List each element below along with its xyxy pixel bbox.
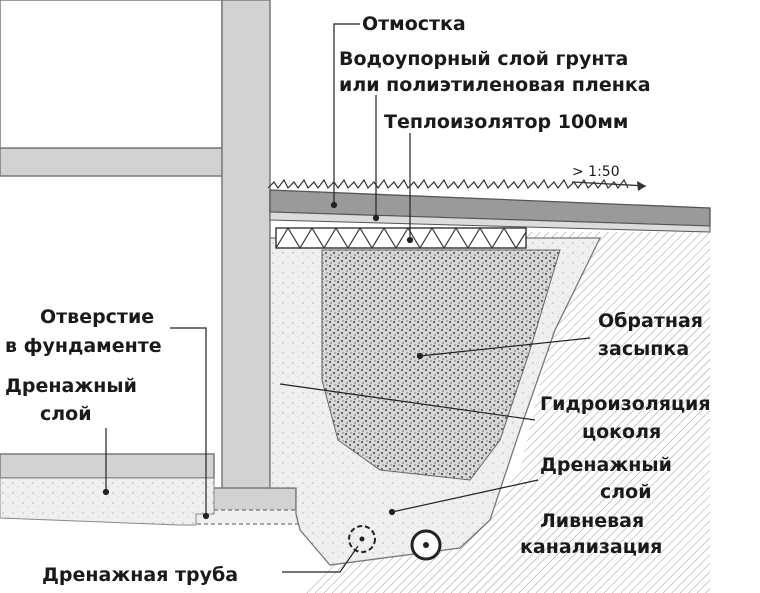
leader-dot-backfill: [416, 352, 424, 360]
label-hole-2: в фундаменте: [5, 335, 162, 357]
label-drain-right-2: слой: [600, 481, 652, 503]
leader-dot-drain-right: [388, 508, 396, 516]
foundation-wall: [221, 0, 271, 493]
label-slope: > 1:50: [572, 164, 620, 180]
leader-drain-pipe: [282, 545, 359, 573]
gravel-backfill: [321, 249, 561, 481]
label-drain-pipe: Дренажная труба: [42, 564, 238, 586]
label-waterproof-2: или полиэтиленовая пленка: [339, 74, 651, 96]
building-structure: [0, 0, 303, 525]
leader-otmostka: [333, 23, 360, 205]
labels: Отмостка Водоупорный слой грунта или пол…: [5, 13, 711, 586]
slope-arrow: [571, 181, 647, 187]
label-waterproof-1: Водоупорный слой грунта: [339, 48, 628, 70]
floor-slab: [0, 453, 215, 479]
insulation-zigzag: [275, 226, 527, 250]
upper-floor-slab: [0, 147, 223, 177]
pipes: [348, 525, 442, 561]
leader-lines: [102, 23, 591, 573]
inner-wall: [0, 0, 223, 149]
label-drain-left-2: слой: [40, 403, 92, 425]
ground: [0, 232, 710, 593]
label-hole-1: Отверстие: [40, 306, 154, 328]
leader-dot-waterproof: [372, 214, 380, 222]
storm-sewer-pipe-center: [423, 542, 429, 548]
grass: [267, 178, 629, 190]
label-otmostka: Отмостка: [362, 13, 466, 35]
label-plinth-1: Гидроизоляция: [540, 393, 711, 415]
label-drain-left-1: Дренажный: [5, 375, 137, 397]
label-insulator: Теплоизолятор 100мм: [384, 111, 628, 133]
leader-backfill: [419, 337, 591, 357]
label-backfill-2: засыпка: [598, 338, 689, 360]
label-storm-sewer-1: Ливневая: [540, 510, 644, 532]
label-drain-right-1: Дренажный: [540, 454, 672, 476]
leader-dot-otmostka: [330, 201, 338, 209]
blind-area: [267, 178, 711, 250]
leader-dot-drain-left: [102, 488, 110, 496]
drain-pipe-icon: [348, 525, 376, 553]
waterproof-film: [269, 211, 711, 233]
leader-hole: [170, 327, 207, 516]
leader-dot-insulator: [406, 236, 414, 244]
soil-right: [300, 232, 710, 593]
leader-plinth: [279, 383, 536, 421]
leader-drain-right: [391, 479, 539, 513]
label-backfill-1: Обратная: [598, 310, 703, 332]
label-storm-sewer-2: канализация: [520, 536, 662, 558]
slope-arrowhead: [637, 181, 646, 191]
leader-dot-hole: [202, 512, 210, 520]
label-plinth-2: цоколя: [582, 421, 661, 443]
drain-layer-left-fill: [0, 477, 215, 526]
drain-pipe-center: [359, 536, 365, 542]
